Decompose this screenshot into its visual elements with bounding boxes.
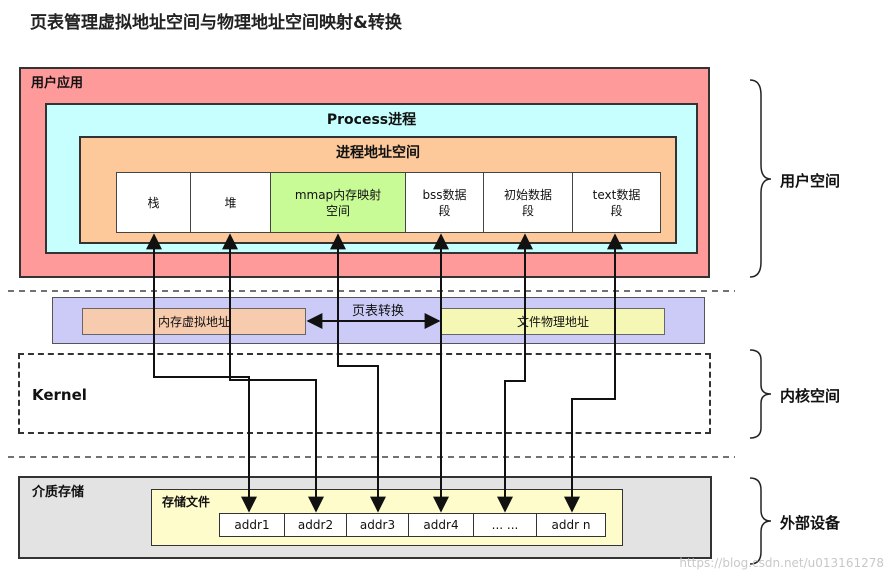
brace-label-kernel-space: 内核空间 xyxy=(780,387,841,405)
connector-heap-addr2 xyxy=(222,233,324,513)
physical-address-box: 文件物理地址 xyxy=(441,308,665,335)
segment-init-data-label: 初始数据 段 xyxy=(503,187,552,218)
segment-bss: bss数据 段 xyxy=(405,172,484,233)
segment-heap: 堆 xyxy=(190,172,271,233)
brace-kernel-space xyxy=(749,349,772,439)
connector-text-addrn xyxy=(564,233,623,513)
addr-cell-2: addr2 xyxy=(284,513,347,537)
addr-cell-label: addr n xyxy=(551,518,591,532)
storage-label: 介质存储 xyxy=(32,485,85,500)
segment-mmap-label: mmap内存映射 空间 xyxy=(294,187,382,218)
addr-cell-label: addr1 xyxy=(234,518,270,532)
segment-text: text数据 段 xyxy=(572,172,661,233)
connector-mmap-addr3 xyxy=(330,233,386,513)
segment-mmap: mmap内存映射 空间 xyxy=(270,172,406,233)
brace-user-space xyxy=(749,79,772,278)
diagram-title: 页表管理虚拟地址空间与物理地址空间映射&转换 xyxy=(30,13,402,33)
segment-heap-label: 堆 xyxy=(224,195,237,210)
segment-text-label: text数据 段 xyxy=(592,187,641,218)
connector-stack-addr1 xyxy=(146,233,257,513)
addr-cell-label: addr2 xyxy=(297,518,334,532)
addr-cell-n: addr n xyxy=(536,513,606,537)
addr-cell-label: addr3 xyxy=(359,518,396,532)
addr-cell-label: ... ... xyxy=(491,518,519,532)
user-app-label: 用户应用 xyxy=(31,76,84,91)
addr-cell-1: addr1 xyxy=(219,513,285,537)
connector-init-addr5 xyxy=(497,233,533,513)
addr-cell-5: ... ... xyxy=(473,513,537,537)
brace-label-user-space: 用户空间 xyxy=(780,172,841,190)
process-label: Process进程 xyxy=(326,112,417,128)
segment-stack-label: 栈 xyxy=(147,195,160,210)
addr-cell-label: addr4 xyxy=(423,518,459,532)
watermark: https://blog.csdn.net/u013161278 xyxy=(679,556,884,570)
addr-cell-3: addr3 xyxy=(346,513,409,537)
brace-label-external: 外部设备 xyxy=(780,514,841,532)
addr-cell-4: addr4 xyxy=(408,513,474,537)
segment-bss-label: bss数据 段 xyxy=(422,187,467,218)
kernel-label: Kernel xyxy=(32,386,87,404)
brace-external xyxy=(749,477,772,565)
address-space-label: 进程地址空间 xyxy=(336,145,420,161)
